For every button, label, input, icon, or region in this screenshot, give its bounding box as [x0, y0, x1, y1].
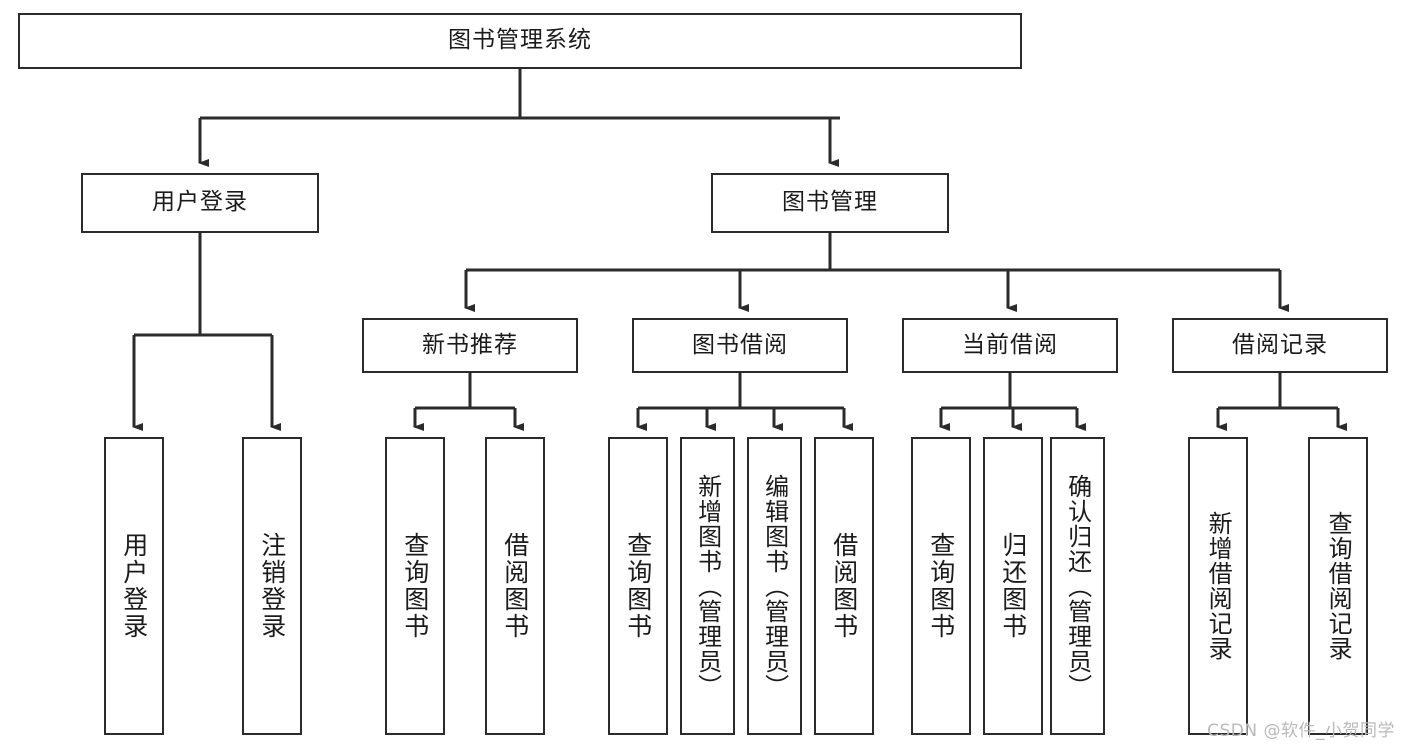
node-leaf-cb-confirm-label: 确认归还（管理员）: [1063, 473, 1092, 699]
watermark-text: CSDN @软件_小贺同学: [1207, 721, 1395, 741]
node-leaf-bb-edit-label: 编辑图书（管理员）: [760, 473, 789, 699]
node-leaf-br-add-label: 新增借阅记录: [1204, 511, 1233, 661]
node-root-label: 图书管理系统: [448, 27, 592, 54]
node-user-login[interactable]: 用户登录: [81, 173, 319, 233]
node-leaf-cb-query-label: 查询图书: [926, 532, 956, 640]
node-leaf-bb-edit[interactable]: 编辑图书（管理员）: [747, 437, 802, 735]
node-leaf-bb-query-label: 查询图书: [623, 532, 653, 640]
node-book-borrow-label: 图书借阅: [692, 331, 788, 358]
node-current-borrow[interactable]: 当前借阅: [902, 318, 1118, 373]
node-leaf-bb-borrow-label: 借阅图书: [829, 532, 859, 640]
node-leaf-user-login-label: 用户登录: [119, 532, 149, 640]
node-current-borrow-label: 当前借阅: [962, 331, 1058, 358]
node-book-borrow[interactable]: 图书借阅: [632, 318, 848, 373]
node-leaf-logout-label: 注销登录: [257, 532, 287, 640]
node-leaf-user-login[interactable]: 用户登录: [104, 437, 164, 735]
node-borrow-records[interactable]: 借阅记录: [1172, 318, 1388, 373]
node-leaf-bb-add[interactable]: 新增图书（管理员）: [680, 437, 735, 735]
node-borrow-records-label: 借阅记录: [1232, 331, 1328, 358]
node-leaf-rec-borrow[interactable]: 借阅图书: [485, 437, 545, 735]
node-new-book-rec-label: 新书推荐: [422, 331, 518, 358]
node-leaf-logout[interactable]: 注销登录: [242, 437, 302, 735]
node-leaf-br-query[interactable]: 查询借阅记录: [1308, 437, 1368, 735]
node-leaf-cb-query[interactable]: 查询图书: [911, 437, 971, 735]
node-leaf-cb-confirm[interactable]: 确认归还（管理员）: [1050, 437, 1105, 735]
node-leaf-rec-borrow-label: 借阅图书: [500, 532, 530, 640]
node-user-login-label: 用户登录: [152, 189, 248, 216]
node-leaf-bb-borrow[interactable]: 借阅图书: [814, 437, 874, 735]
node-leaf-cb-return-label: 归还图书: [998, 532, 1028, 640]
node-leaf-rec-query[interactable]: 查询图书: [385, 437, 445, 735]
node-leaf-br-add[interactable]: 新增借阅记录: [1188, 437, 1248, 735]
node-new-book-rec[interactable]: 新书推荐: [362, 318, 578, 373]
node-leaf-rec-query-label: 查询图书: [400, 532, 430, 640]
node-book-manage[interactable]: 图书管理: [711, 173, 949, 233]
node-leaf-bb-query[interactable]: 查询图书: [608, 437, 668, 735]
node-leaf-cb-return[interactable]: 归还图书: [983, 437, 1043, 735]
node-root[interactable]: 图书管理系统: [18, 13, 1022, 69]
node-book-manage-label: 图书管理: [782, 189, 878, 216]
node-leaf-bb-add-label: 新增图书（管理员）: [693, 473, 722, 699]
node-leaf-br-query-label: 查询借阅记录: [1324, 511, 1353, 661]
